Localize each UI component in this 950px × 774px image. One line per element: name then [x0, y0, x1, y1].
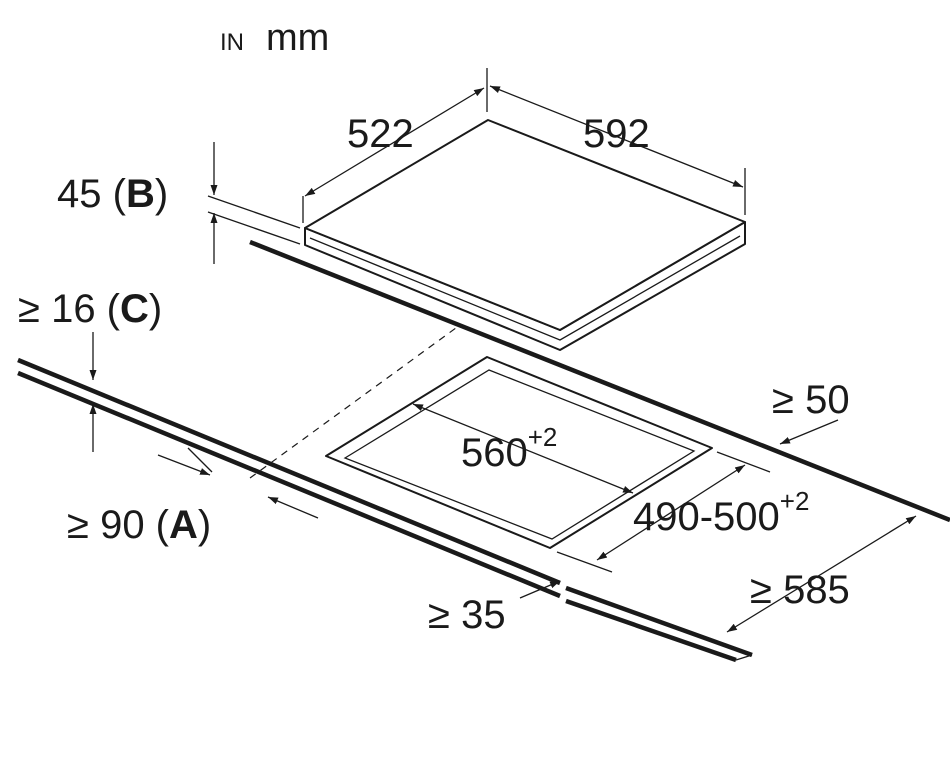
- ext-line-490-right: [716, 451, 771, 473]
- dim-585: ≥ 585: [750, 568, 850, 612]
- worktop-front-edge-top-right: [565, 585, 753, 658]
- worktop: [17, 239, 950, 663]
- dim-line-560: [412, 403, 634, 494]
- dim-45: 45 (B): [57, 172, 168, 216]
- worktop-end-cap: [735, 654, 753, 661]
- dim-45-value: 45: [57, 172, 102, 216]
- dim-line-592: [489, 85, 744, 188]
- worktop-front-edge-bottom-right: [565, 598, 737, 663]
- worktop-back-edge: [249, 239, 950, 523]
- dim-560: 560+2: [461, 422, 557, 475]
- dim-16-value: ≥ 16: [18, 287, 96, 331]
- dim-line-585: [726, 515, 917, 633]
- dim-35: ≥ 35: [428, 593, 506, 637]
- dim-arrow-35: [519, 580, 561, 599]
- dim-line-522: [304, 87, 485, 197]
- unit-in-label: IN: [220, 29, 244, 56]
- dim-16: ≥ 16 (C): [18, 287, 162, 331]
- dim-90-value: ≥ 90: [67, 503, 145, 547]
- dim-522: 522: [347, 112, 414, 156]
- dim-arrow-50: [779, 419, 839, 445]
- dim-592: 592: [583, 112, 650, 156]
- worktop-front-edge-bottom: [17, 370, 561, 599]
- ext-line-90: [187, 447, 213, 473]
- dim-16-ref: C: [120, 287, 149, 331]
- dim-490-tol: +2: [780, 486, 810, 516]
- dim-490-value: 490-500: [633, 495, 780, 539]
- dim-arrow-90-out: [267, 496, 319, 519]
- dim-arrow-90-in: [157, 454, 211, 476]
- ext-line-45-top: [207, 195, 301, 229]
- dim-50: ≥ 50: [772, 378, 850, 422]
- dim-560-tol: +2: [528, 422, 558, 452]
- dim-490: 490-500+2: [633, 486, 809, 539]
- hob-lower-edge: [309, 235, 741, 341]
- dim-line-490: [596, 464, 746, 561]
- dim-560-value: 560: [461, 431, 528, 475]
- worktop-front-edge-top: [17, 357, 561, 586]
- projection-dashed-line: [249, 324, 461, 479]
- ext-line-490-left: [556, 551, 613, 573]
- dim-90-ref: A: [169, 503, 198, 547]
- ext-line-45-bottom: [207, 211, 301, 245]
- dim-45-ref: B: [126, 172, 155, 216]
- unit-mm-label: mm: [266, 17, 329, 59]
- cutout-inner: [343, 369, 696, 540]
- dim-90: ≥ 90 (A): [67, 503, 211, 547]
